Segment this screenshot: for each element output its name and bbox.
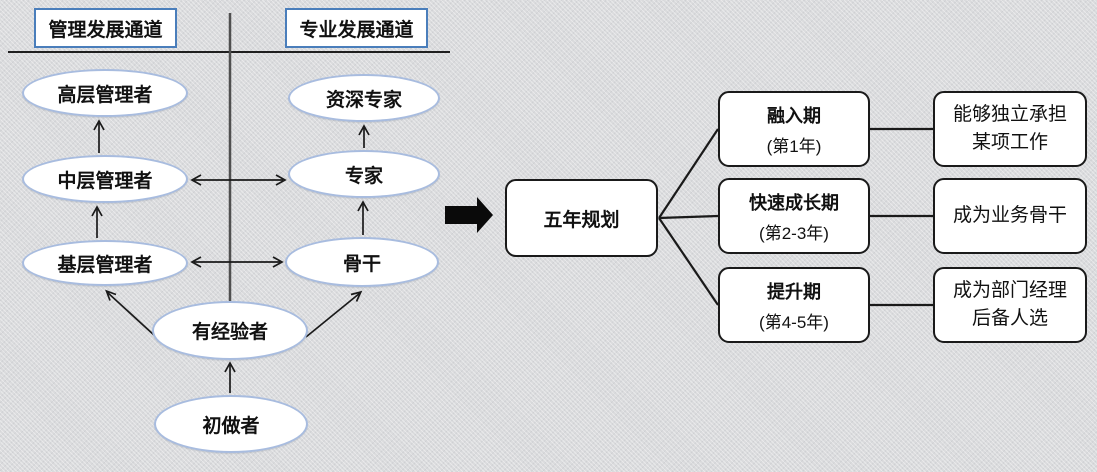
arrow-middle-manager-expert-bidirectional [190, 174, 287, 186]
node-middle-manager: 中层管理者 [22, 155, 188, 203]
arrow-base-to-middle-manager [91, 205, 103, 238]
header-management-channel-label: 管理发展通道 [48, 19, 163, 41]
branch-root-to-phase-1 [658, 128, 719, 219]
header-professional-channel: 专业发展通道 [285, 8, 428, 48]
goal-box-1: 能够独立承担某项工作 [933, 91, 1087, 167]
node-senior-expert-label: 资深专家 [325, 89, 402, 111]
plan-root-box: 五年规划 [505, 179, 658, 257]
header-management-channel: 管理发展通道 [34, 8, 177, 48]
node-top-manager-label: 高层管理者 [57, 84, 153, 106]
phase-2-name: 快速成长期 [749, 193, 839, 213]
phase-box-1: 融入期 (第1年) [718, 91, 870, 167]
phase-1-period: (第1年) [766, 137, 822, 156]
phase-3-name: 提升期 [767, 282, 821, 302]
node-experienced: 有经验者 [152, 301, 308, 360]
phase-box-2: 快速成长期 (第2-3年) [718, 178, 870, 254]
phase-box-3: 提升期 (第4-5年) [718, 267, 870, 343]
arrow-expert-to-senior-expert [358, 124, 370, 148]
header-professional-channel-label: 专业发展通道 [299, 19, 414, 41]
phase-1-name: 融入期 [767, 106, 821, 126]
goal-box-2: 成为业务骨干 [933, 178, 1087, 254]
node-top-manager: 高层管理者 [22, 69, 188, 117]
arrow-beginner-to-experienced [224, 361, 236, 393]
node-backbone-label: 骨干 [342, 253, 381, 275]
node-beginner: 初做者 [154, 395, 308, 453]
phase-2-period: (第2-3年) [759, 224, 829, 243]
arrow-experienced-to-backbone [305, 290, 363, 338]
arrow-backbone-to-expert [357, 200, 369, 235]
node-middle-manager-label: 中层管理者 [57, 170, 153, 192]
flow-arrow-icon [445, 197, 493, 233]
node-base-manager-label: 基层管理者 [57, 254, 153, 276]
plan-root-label: 五年规划 [543, 209, 620, 231]
goal-box-3: 成为部门经理后备人选 [933, 267, 1087, 343]
branch-root-to-phase-3 [658, 217, 719, 306]
arrow-base-manager-backbone-bidirectional [190, 256, 284, 268]
goal-2-label: 成为业务骨干 [952, 205, 1067, 227]
phase-3-period: (第4-5年) [759, 313, 829, 332]
node-beginner-label: 初做者 [202, 415, 260, 437]
node-expert-label: 专家 [344, 165, 383, 187]
node-experienced-label: 有经验者 [191, 322, 268, 343]
node-base-manager: 基层管理者 [22, 240, 188, 286]
goal-3-label: 成为部门经理后备人选 [952, 280, 1067, 329]
node-senior-expert: 资深专家 [288, 74, 440, 122]
arrow-middle-to-top-manager [93, 119, 105, 153]
goal-1-label: 能够独立承担某项工作 [952, 104, 1067, 153]
branch-root-to-phase-2 [658, 214, 719, 220]
arrow-experienced-to-base-manager [105, 289, 156, 337]
node-backbone: 骨干 [285, 237, 439, 287]
node-expert: 专家 [288, 150, 440, 198]
